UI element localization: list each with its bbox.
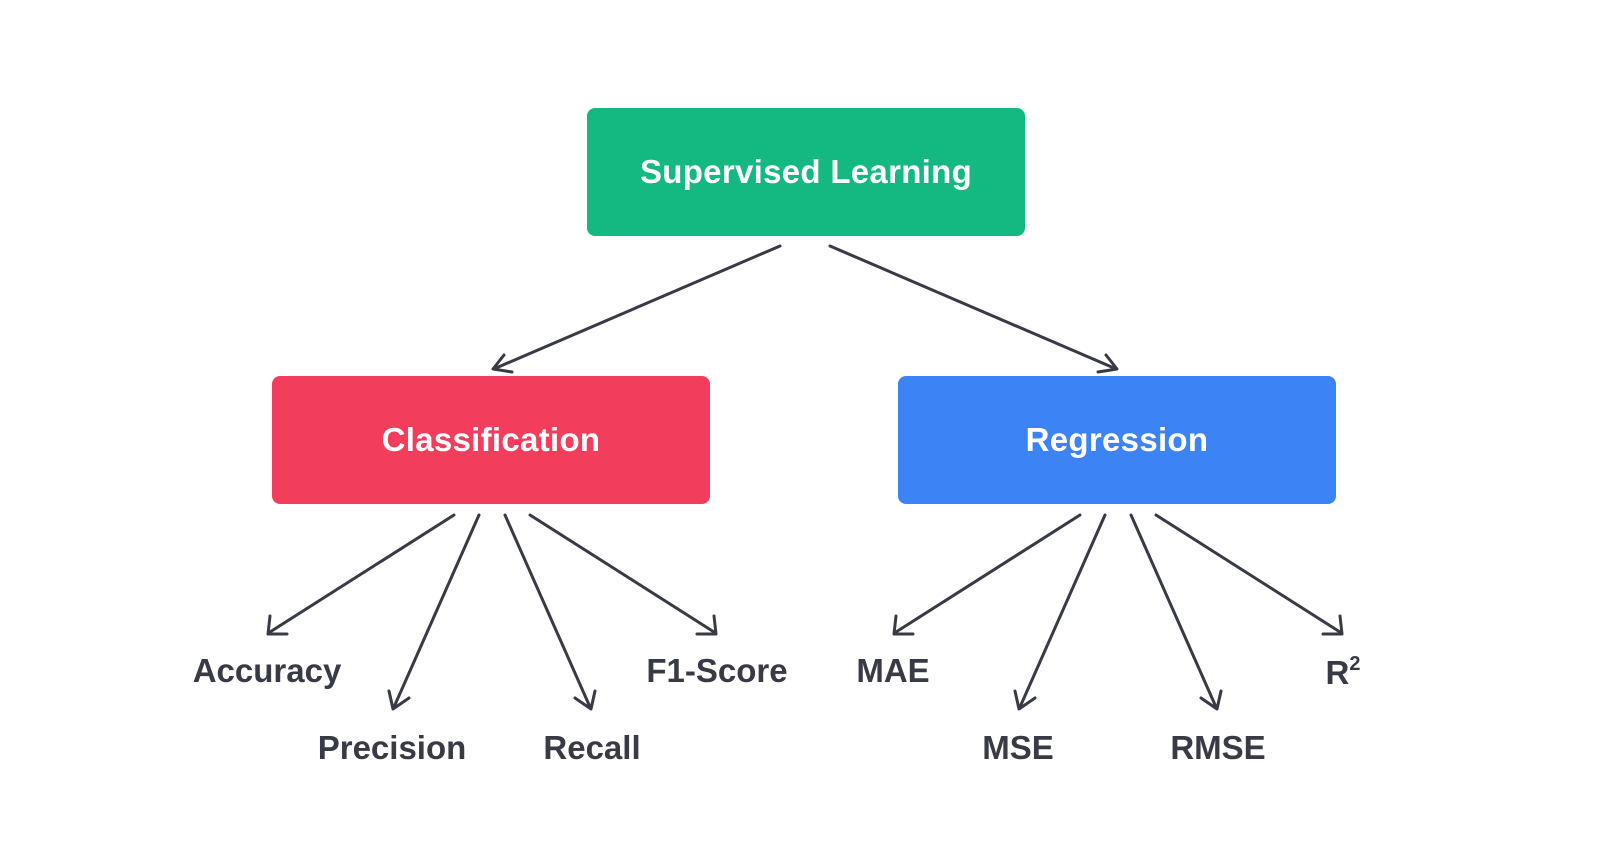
r-squared-base: R [1325,654,1350,691]
arrow-classification-to-f1-score [528,513,718,636]
arrow-classification-to-recall [503,513,597,711]
classification-box: Classification [272,376,710,504]
arrow-regression-to-r2 [1154,513,1344,636]
arrow-regression-to-rmse [1129,513,1223,711]
arrow-root-to-classification [491,244,782,374]
arrow-regression-to-mse [1013,513,1107,711]
recall-label: Recall [543,729,641,766]
supervised-learning-box: Supervised Learning [587,108,1025,236]
r-squared-label: R2 [1326,654,1361,689]
precision-label: Precision [317,729,467,766]
arrow-regression-to-mae [892,513,1082,636]
accuracy-label: Accuracy [192,652,342,689]
regression-box: Regression [898,376,1336,504]
rmse-label: RMSE [1170,729,1266,766]
arrow-classification-to-precision [387,513,481,711]
mse-label: MSE [982,729,1054,766]
arrow-classification-to-accuracy [266,513,456,636]
arrow-root-to-regression [828,244,1119,374]
r-squared-superscript: 2 [1349,653,1361,675]
mae-label: MAE [856,652,930,689]
f1-score-label: F1-Score [646,652,788,689]
